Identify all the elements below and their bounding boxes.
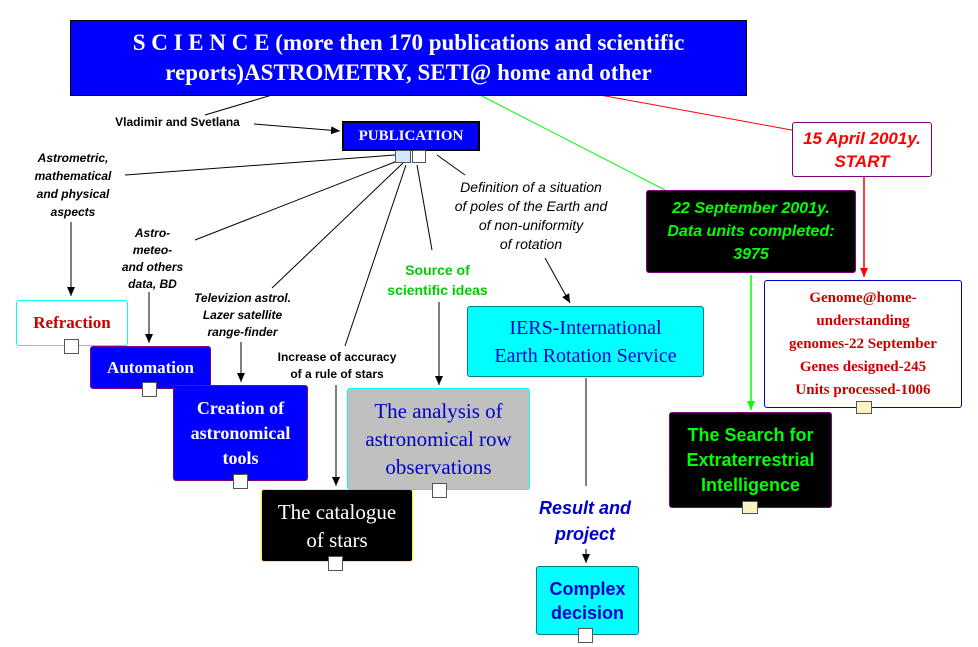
label-source-line: Source of <box>405 262 470 278</box>
label-source: Source of scientific ideas <box>375 260 500 300</box>
seti-line: Extraterrestrial <box>686 449 815 470</box>
line-publication-astrometric <box>124 154 396 176</box>
complex-line: decision <box>550 602 625 623</box>
label-increase-line: of a rule of stars <box>290 367 384 381</box>
line-title-start <box>599 94 809 134</box>
line-publication-source <box>416 164 433 251</box>
label-increase: Increase of accuracy of a rule of stars <box>262 349 412 383</box>
genome-node[interactable]: Genome@home- understanding genomes-22 Se… <box>764 280 962 408</box>
arrow-vladimir-publication <box>253 123 341 135</box>
map-icon[interactable] <box>578 628 593 643</box>
creation-line: astronomical <box>190 422 291 443</box>
analysis-line: The analysis of <box>374 399 503 423</box>
iers-line: Earth Rotation Service <box>494 344 677 367</box>
catalogue-line: of stars <box>306 527 368 552</box>
label-televizion: Televizion astrol. Lazer satellite range… <box>180 290 305 341</box>
label-astrometeo-line: Astro- <box>134 226 171 240</box>
label-increase-line: Increase of accuracy <box>277 350 397 364</box>
catalogue-node[interactable]: The catalogue of stars <box>261 489 413 562</box>
genome-line: Genome@home- <box>809 289 917 306</box>
label-result-line: project <box>554 524 615 544</box>
label-definition-line: Definition of a situation <box>460 179 602 195</box>
analysis-line: observations <box>385 455 492 479</box>
label-astrometric-line: and physical <box>36 187 110 201</box>
label-astrometeo-line: and others <box>121 260 184 274</box>
line-publication-televizion <box>271 162 404 289</box>
label-vladimir: Vladimir and Svetlana <box>115 115 240 129</box>
automation-node[interactable]: Automation <box>90 346 211 389</box>
label-astrometeo-line: data, BD <box>128 277 177 291</box>
sept-line: Data units completed: <box>667 223 835 240</box>
analysis-line: astronomical row <box>365 427 512 451</box>
publication-node[interactable]: PUBLICATION <box>342 121 480 151</box>
label-televizion-line: Lazer satellite <box>202 308 283 322</box>
analysis-node[interactable]: The analysis of astronomical row observa… <box>347 388 530 490</box>
seti-line: Intelligence <box>700 474 801 495</box>
label-astrometeo: Astro- meteo- and others data, BD <box>100 225 205 293</box>
publication-label: PUBLICATION <box>358 127 464 144</box>
complex-node[interactable]: Complex decision <box>536 566 639 635</box>
sept-node[interactable]: 22 September 2001y. Data units completed… <box>646 190 856 273</box>
map-icon[interactable] <box>432 483 447 498</box>
label-astrometric-line: Astrometric, <box>37 151 109 165</box>
main-title: S C I E N C E (more then 170 publication… <box>70 20 747 96</box>
note-icon[interactable] <box>856 401 872 414</box>
genome-line: genomes-22 September <box>789 335 937 352</box>
complex-line: Complex <box>549 578 626 599</box>
label-televizion-line: Televizion astrol. <box>194 291 291 305</box>
genome-line: Genes designed-245 <box>799 358 927 375</box>
note-icon[interactable] <box>742 501 758 514</box>
seti-line: The Search for <box>687 424 814 445</box>
automation-label: Automation <box>107 357 194 377</box>
label-definition-line: of non-uniformity <box>478 217 584 233</box>
map-icon[interactable] <box>233 474 248 489</box>
map-icon[interactable] <box>64 339 79 354</box>
label-televizion-line: range-finder <box>207 325 278 339</box>
line-publication-definition <box>436 154 466 176</box>
iers-node[interactable]: IERS-International Earth Rotation Servic… <box>467 306 704 377</box>
start-node[interactable]: 15 April 2001y. START <box>792 122 932 177</box>
label-astrometric-line: aspects <box>50 205 96 219</box>
creation-node[interactable]: Creation of astronomical tools <box>173 385 308 481</box>
creation-line: Creation of <box>196 397 285 418</box>
label-astrometeo-line: meteo- <box>132 243 173 257</box>
sept-line: 22 September 2001y. <box>672 200 830 217</box>
start-line: START <box>834 151 890 171</box>
genome-line: Units processed-1006 <box>795 381 931 398</box>
start-line: 15 April 2001y. <box>803 128 921 148</box>
map-icon[interactable] <box>142 382 157 397</box>
main-title-line2: reports)ASTROMETRY, SETI@ home and other <box>165 60 652 85</box>
label-result: Result and project <box>520 495 650 547</box>
label-astrometric-line: mathematical <box>34 169 112 183</box>
arrow-definition-iers <box>544 257 571 304</box>
label-source-line: scientific ideas <box>387 282 488 298</box>
seti-node[interactable]: The Search for Extraterrestrial Intellig… <box>669 412 832 508</box>
refraction-label: Refraction <box>33 313 111 332</box>
label-definition-line: of rotation <box>499 236 563 252</box>
line-publication-astrometeo <box>194 159 401 241</box>
document-icon[interactable] <box>412 150 426 163</box>
genome-line: understanding <box>816 312 910 329</box>
refraction-node[interactable]: Refraction <box>16 300 128 346</box>
image-icon[interactable] <box>395 150 411 163</box>
label-astrometric: Astrometric, mathematical and physical a… <box>18 149 128 221</box>
map-icon[interactable] <box>328 556 343 571</box>
sept-line: 3975 <box>733 246 769 263</box>
catalogue-line: The catalogue <box>277 499 397 524</box>
creation-line: tools <box>222 447 259 468</box>
label-result-line: Result and <box>538 498 631 518</box>
line-title-vladimir <box>204 94 273 116</box>
label-definition: Definition of a situation of poles of th… <box>432 178 630 254</box>
line-publication-increase <box>344 164 407 347</box>
label-definition-line: of poles of the Earth and <box>454 198 608 214</box>
iers-line: IERS-International <box>509 316 662 339</box>
main-title-line1: S C I E N C E (more then 170 publication… <box>132 30 685 55</box>
line-title-sept <box>479 94 666 191</box>
